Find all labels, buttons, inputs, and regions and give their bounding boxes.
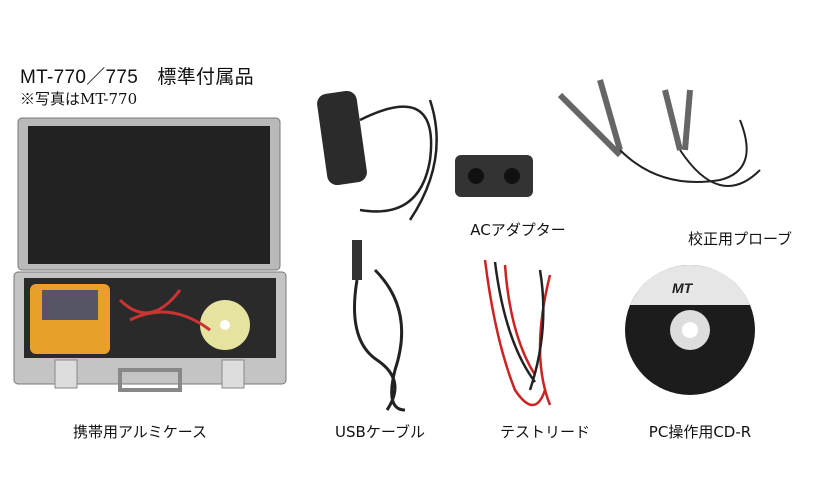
caption-ac-adapter: ACアダプター	[470, 221, 566, 239]
caption-calibration-probe: 校正用プローブ	[687, 230, 793, 248]
test-lead-photo	[483, 259, 552, 407]
caption-test-lead: テストリード	[499, 423, 591, 441]
caption-cd-r: PC操作用CD-R	[648, 423, 752, 441]
page-title: MT-770／775 標準付属品	[20, 67, 254, 88]
caption-usb-cable: USBケーブル	[335, 423, 425, 441]
cd-r-photo: MT	[625, 264, 755, 395]
calibration-probe-photo	[557, 79, 761, 187]
ac-adapter-photo	[317, 90, 533, 221]
aluminum-case-photo	[13, 117, 287, 392]
usb-cable-photo	[352, 240, 406, 412]
cd-logo: MT	[672, 280, 694, 296]
caption-aluminum-case: 携帯用アルミケース	[72, 423, 208, 441]
photo-note: ※写真はMT-770	[20, 90, 138, 108]
